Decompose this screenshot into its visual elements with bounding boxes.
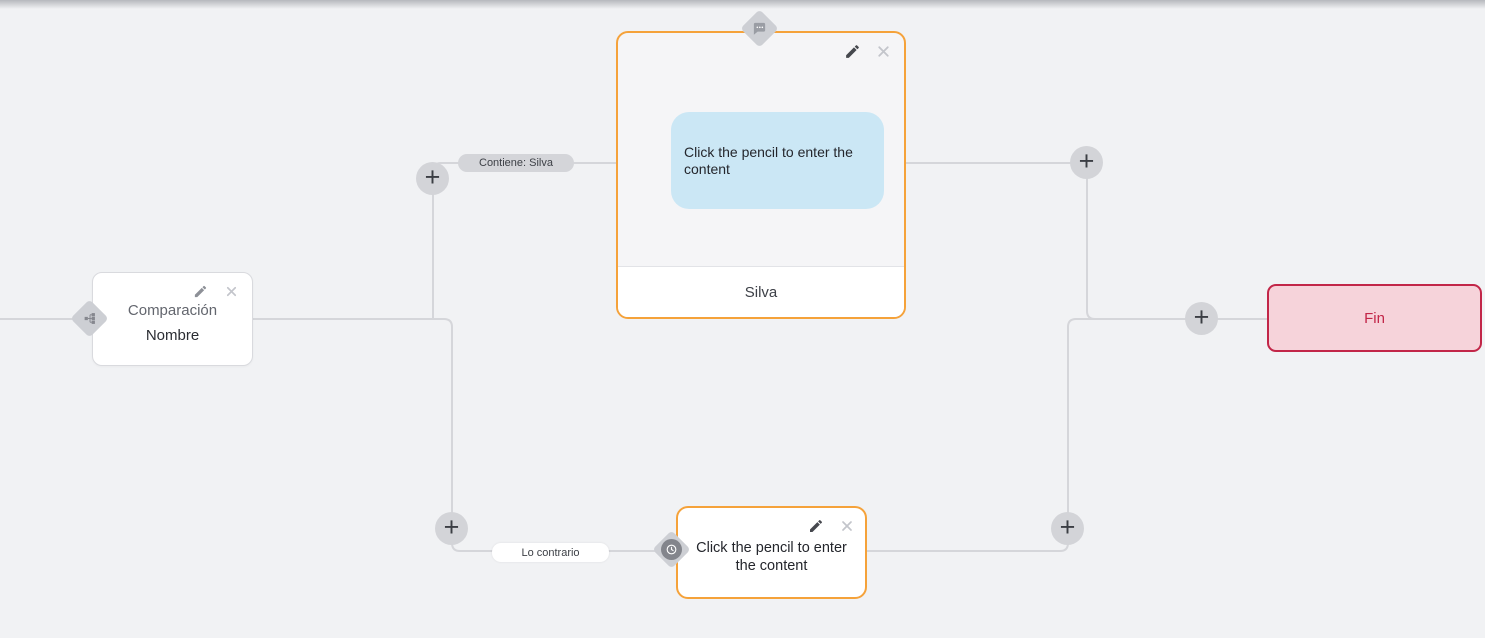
condition-node-actions [192,283,240,300]
edge-label-contains[interactable]: Contiene: Silva [458,154,574,172]
message-footer-label: Silva [618,266,904,317]
message-diamond [740,9,779,48]
add-step-button-bottom-left[interactable]: + [435,512,468,545]
edge-condition-to-else [253,318,660,552]
else-node-actions [807,517,855,534]
condition-title: Comparación [127,302,218,319]
pencil-icon[interactable] [192,283,209,300]
edge-else-to-end [866,318,1268,552]
sitemap-icon [76,305,103,332]
pencil-icon[interactable] [807,517,824,534]
else-node[interactable]: Click the pencil to enter the content [676,506,867,599]
x-icon[interactable] [223,283,240,300]
condition-variable: Nombre [145,327,200,344]
message-node[interactable]: Click the pencil to enter the content Si… [616,31,906,319]
condition-node[interactable]: Comparación Nombre [92,272,253,366]
clock-icon [658,536,685,563]
x-icon[interactable] [875,43,892,60]
else-placeholder-text: Click the pencil to enter the content [696,540,847,575]
x-icon[interactable] [838,517,855,534]
add-step-button-top-left[interactable]: + [416,162,449,195]
pencil-icon[interactable] [844,43,861,60]
condition-diamond [70,299,109,338]
message-node-actions [844,43,892,60]
add-step-button-top-right[interactable]: + [1070,146,1103,179]
chat-bubble-icon [746,15,773,42]
edge-message-to-end [905,162,1268,320]
end-node[interactable]: Fin [1267,284,1482,352]
add-step-button-before-end[interactable]: + [1185,302,1218,335]
else-diamond [652,530,691,569]
edge-label-otherwise[interactable]: Lo contrario [492,543,609,562]
add-step-button-bottom-right[interactable]: + [1051,512,1084,545]
end-node-label: Fin [1364,309,1385,327]
message-bubble: Click the pencil to enter the content [671,112,884,209]
